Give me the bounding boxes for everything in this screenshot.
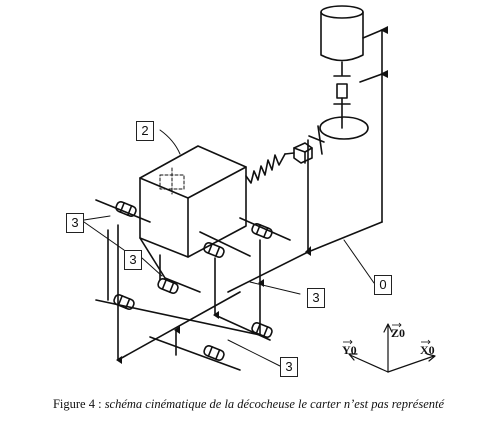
ground-marks: [116, 26, 388, 364]
part-2-box: [139, 145, 247, 258]
label-part-3-bottom: 3: [280, 357, 298, 377]
pivot-joints: [113, 201, 273, 361]
label-part-2: 2: [136, 121, 154, 141]
cam-disc: [308, 116, 369, 155]
caption-prefix: Figure 4 :: [52, 397, 105, 411]
reference-axes: [348, 323, 436, 373]
axis-z-label: Z0: [391, 326, 405, 340]
axis-y-label: Y0: [342, 343, 357, 357]
linkage-rods: [95, 199, 291, 371]
label-part-0: 0: [374, 275, 392, 295]
caption-text: schéma cinématique de la décocheuse le c…: [104, 397, 445, 411]
leader-lines: [83, 129, 375, 367]
motor: [320, 5, 364, 119]
axis-vector-marks: [343, 322, 431, 345]
label-part-3-right: 3: [307, 288, 325, 308]
frame-0: [227, 29, 383, 293]
label-part-3-left: 3: [66, 213, 84, 233]
figure-caption: Figure 4 : schéma cinématique de la déco…: [0, 397, 497, 412]
axis-x-label: X0: [420, 343, 435, 357]
slider-spring: [245, 142, 313, 184]
label-part-3-middle: 3: [124, 250, 142, 270]
